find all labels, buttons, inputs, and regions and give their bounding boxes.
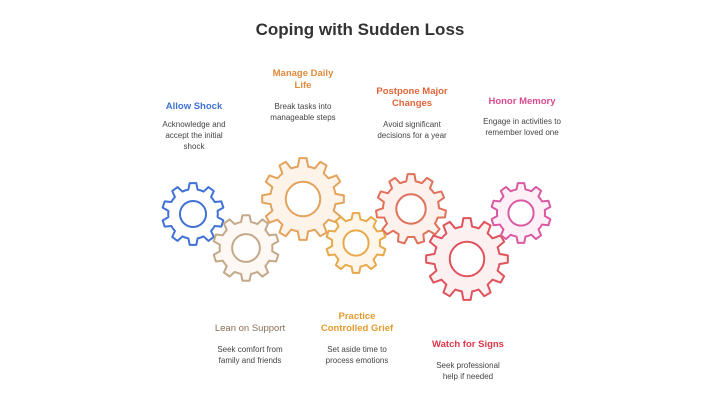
step-watch-for-signs: Watch for Signs Seek professional help i… [418,339,518,382]
gear-hole [231,233,261,263]
step-postpone-major-changes: Postpone Major Changes Avoid significant… [362,86,462,141]
step-description: Acknowledge and accept the initial shock [162,120,226,151]
gear-hole [178,199,208,229]
step-description: Seek comfort from family and friends [217,345,283,365]
gear-icon-allow-shock [161,182,225,246]
step-title: Honor Memory [488,96,556,107]
gear-icon-manage-daily-life [261,157,345,241]
step-description: Set aside time to process emotions [325,345,389,365]
gear-icon-practice-controlled-grief [325,212,387,274]
gear-icon-honor-memory [490,182,552,244]
step-title: Allow Shock [165,101,223,112]
gear-icon-lean-on-support [212,214,280,282]
step-allow-shock: Allow Shock Acknowledge and accept the i… [146,101,242,152]
step-practice-controlled-grief: Practice Controlled Grief Set aside time… [310,311,404,366]
step-title: Watch for Signs [432,339,504,350]
gear-hole [284,180,322,218]
step-title: Postpone Major Changes [376,86,448,109]
step-title: Lean on Support [214,323,286,334]
diagram-title: Coping with Sudden Loss [255,20,465,39]
step-description: Avoid significant decisions for a year [377,120,447,140]
gear-hole [395,193,427,225]
gear-hole [448,240,486,278]
step-description: Seek professional help if needed [436,361,500,381]
step-description: Engage in activities to remember loved o… [483,117,561,137]
gear-icon-postpone-major-changes [375,173,447,245]
step-honor-memory: Honor Memory Engage in activities to rem… [474,96,570,138]
step-title: Practice Controlled Grief [320,311,394,334]
step-title: Manage Daily Life [272,68,334,91]
gear-icon-watch-for-signs [425,217,509,301]
step-description: Break tasks into manageable steps [270,102,336,122]
step-manage-daily-life: Manage Daily Life Break tasks into manag… [258,68,348,123]
step-lean-on-support: Lean on Support Seek comfort from family… [198,323,302,366]
gear-hole [507,199,535,227]
gear-hole [342,229,370,257]
